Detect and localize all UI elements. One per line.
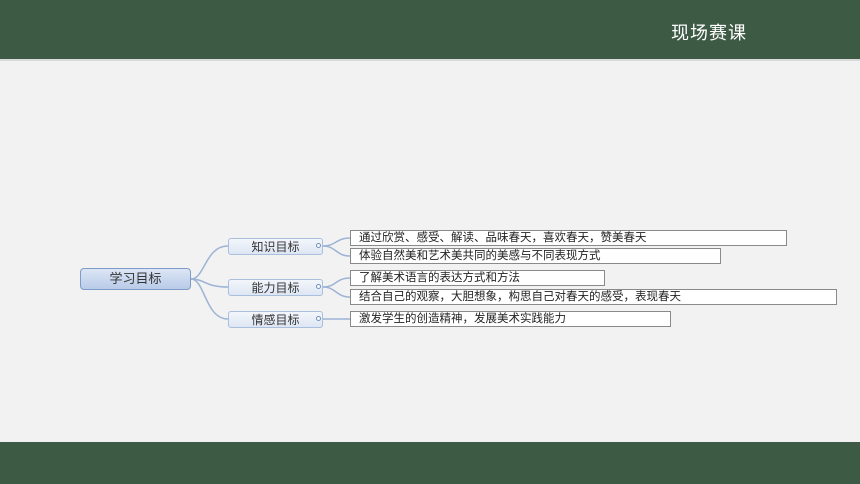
leaf-ability-1[interactable]: 了解美术语言的表达方式和方法	[350, 270, 605, 286]
leaf-knowledge-1[interactable]: 通过欣赏、感受、解读、品味春天，喜欢春天，赞美春天	[350, 230, 787, 246]
footer-bar	[0, 442, 860, 484]
connector-ability-1	[322, 277, 351, 288]
page-title: 现场赛课	[671, 23, 747, 44]
connector-root-emotion	[190, 278, 229, 320]
root-node[interactable]: 学习目标	[80, 268, 191, 290]
header-bar: 现场赛课	[0, 0, 860, 59]
connector-root-knowledge	[190, 245, 229, 280]
branch-ability[interactable]: 能力目标	[228, 279, 323, 296]
leaf-emotion-1[interactable]: 激发学生的创造精神，发展美术实践能力	[350, 311, 671, 327]
leaf-knowledge-2[interactable]: 体验自然美和艺术美共同的美感与不同表现方式	[350, 248, 721, 264]
branch-emotion[interactable]: 情感目标	[228, 311, 323, 328]
collapse-icon[interactable]	[316, 284, 321, 289]
connector-knowledge-1	[322, 237, 351, 247]
branch-knowledge[interactable]: 知识目标	[228, 238, 323, 255]
collapse-icon[interactable]	[316, 243, 321, 248]
collapse-icon[interactable]	[316, 316, 321, 321]
connector-knowledge-2	[322, 245, 351, 257]
header-divider	[0, 59, 860, 61]
connector-ability-2	[322, 286, 351, 298]
connector-root-ability	[190, 278, 229, 288]
leaf-ability-2[interactable]: 结合自己的观察，大胆想象，构思自己对春天的感受，表现春天	[350, 289, 837, 305]
